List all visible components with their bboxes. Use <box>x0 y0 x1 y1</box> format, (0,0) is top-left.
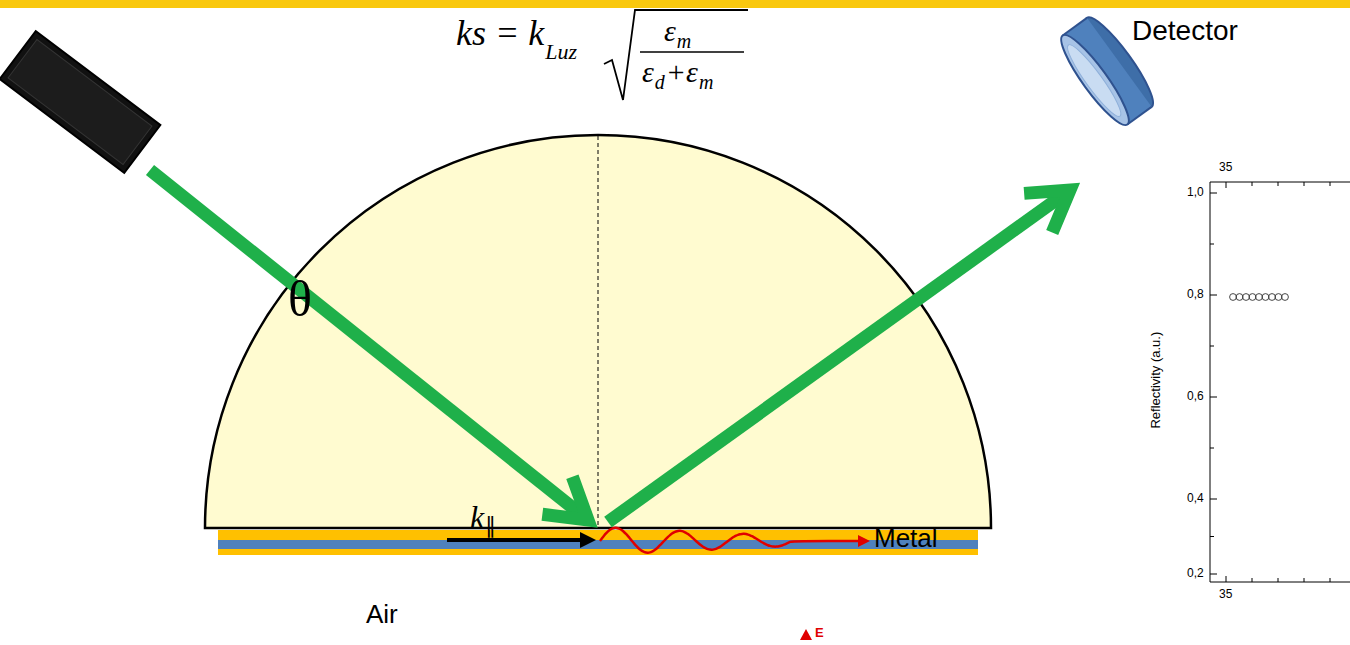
header-bar <box>0 0 1350 8</box>
axis-tick-label: 0,8 <box>1187 288 1204 301</box>
field-marker <box>800 629 812 640</box>
formula-subscript: d <box>655 71 665 93</box>
formula-subscript: Luz <box>545 40 577 64</box>
wavevector-subscript: ∥ <box>485 514 496 538</box>
fraction-bar <box>640 51 744 53</box>
laser-source <box>0 31 160 173</box>
axis-tick-label: 35 <box>1219 161 1232 174</box>
formula-text: ε <box>664 14 676 47</box>
incident-beam-head <box>542 477 588 520</box>
angle-label: θ <box>288 272 312 327</box>
layer-label: Metal <box>874 524 938 553</box>
plasmon-arrowhead <box>858 535 870 547</box>
axis-tick-label: 0,4 <box>1187 492 1204 505</box>
reflected-beam <box>608 194 1065 522</box>
formula-subscript: m <box>699 71 713 93</box>
wavevector-label: k <box>470 500 484 535</box>
formula-subscript: m <box>677 30 691 52</box>
k-parallel-arrow <box>447 538 584 542</box>
incident-beam <box>150 170 583 516</box>
field-label: E <box>815 626 824 640</box>
reflectivity-chart <box>1210 182 1350 582</box>
formula-text: ks = k <box>456 14 544 54</box>
sqrt-sign <box>604 10 748 100</box>
normal-line <box>598 136 599 527</box>
detector-label: Detector <box>1132 16 1238 47</box>
plasmon-wave <box>600 528 866 553</box>
reflected-beam-head <box>1024 190 1070 232</box>
detector: Detector <box>1040 4 1340 164</box>
gold-layer <box>218 549 978 555</box>
axis-tick-label: 35 <box>1219 588 1232 601</box>
medium-label: Air <box>366 600 398 629</box>
axis-tick-label: 1,0 <box>1187 186 1204 199</box>
formula-text: +ε <box>666 55 698 88</box>
formula-text: ε <box>642 55 654 88</box>
axis-tick-label: 0,6 <box>1187 390 1204 403</box>
k-parallel-head <box>580 532 596 548</box>
axis-tick-label: 0,2 <box>1187 567 1204 580</box>
axis-title: Reflectivity (a.u.) <box>1149 332 1163 429</box>
